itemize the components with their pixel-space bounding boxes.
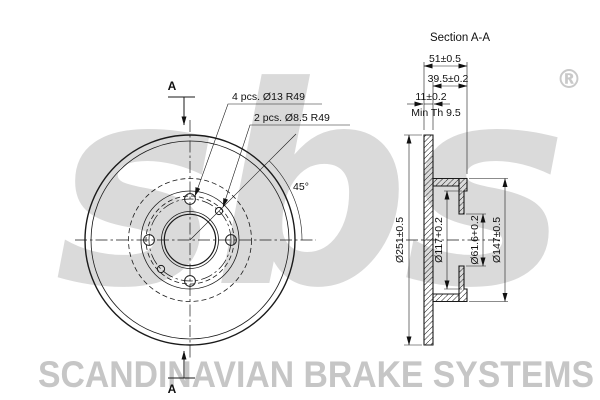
total-width-value: 51±0.5 xyxy=(429,53,461,65)
outer-diameter-value: Ø251±0.5 xyxy=(394,217,406,263)
section-marker-top: A xyxy=(168,79,195,126)
extension-lines xyxy=(469,178,508,302)
section-marker-label: A xyxy=(168,382,177,396)
angle-annotation: 45° xyxy=(189,133,309,241)
section-marker-bottom: A xyxy=(168,350,195,396)
hat-depth-value: 39.5±0.2 xyxy=(428,73,469,85)
front-view: 45° 4 pcs. Ø13 R49 2 pcs. Ø8.5 R49 A A xyxy=(75,79,350,396)
brand-logo: sbs xyxy=(55,28,561,348)
dimension-bore-diameter: Ø61.6+0.2 xyxy=(466,213,486,267)
outer-diameter-circle xyxy=(84,134,296,346)
dimension-hat-depth: 39.5±0.2 xyxy=(428,73,469,89)
pin-holes-label: 2 pcs. Ø8.5 R49 xyxy=(254,112,330,124)
hub-step-hidden-circle xyxy=(145,195,235,285)
section-title: Section A-A xyxy=(430,32,490,44)
hat-wall-top-section xyxy=(432,177,460,187)
flange-circle xyxy=(140,190,240,290)
angle-reference-line xyxy=(189,133,297,241)
brand-footer: SCANDINAVIAN BRAKE SYSTEMS xyxy=(38,354,594,395)
angle-label: 45° xyxy=(293,181,309,193)
friction-edge-circle xyxy=(90,140,290,340)
dimension-hat-diameter: Ø147±0.5 xyxy=(469,178,508,302)
dimension-flange-diameter: Ø117+0.2 xyxy=(433,190,462,290)
disc-circles xyxy=(84,134,296,346)
mounting-face-upper-section xyxy=(458,177,468,215)
registered-trademark-icon: ® xyxy=(556,65,582,95)
bolt-holes-leader xyxy=(194,103,322,197)
friction-plate-section xyxy=(423,134,434,346)
thickness-value: 11±0.2 xyxy=(415,91,446,103)
center-bore-circle xyxy=(163,213,217,267)
bolt-hole xyxy=(184,275,196,287)
bore-diameter-value: Ø61.6+0.2 xyxy=(469,215,481,264)
dimension-thickness: 11±0.2 xyxy=(407,91,450,107)
bolt-holes-label: 4 pcs. Ø13 R49 xyxy=(232,91,305,103)
angle-arc xyxy=(268,160,303,241)
pin-holes-leader xyxy=(222,124,350,208)
watermark: sbs ® SCANDINAVIAN BRAKE SYSTEMS xyxy=(38,28,594,395)
bolt-hole xyxy=(143,234,155,246)
extension-lines xyxy=(423,62,468,174)
hat-wall-bottom-section xyxy=(432,293,460,303)
bolt-holes xyxy=(143,193,237,287)
pin-hole xyxy=(156,264,166,274)
min-thickness-value: Min Th 9.5 xyxy=(411,107,461,119)
bolt-holes-callout: 4 pcs. Ø13 R49 xyxy=(194,91,322,197)
section-profile xyxy=(423,134,468,346)
hat-diameter-value: Ø147±0.5 xyxy=(491,217,503,263)
pin-hole xyxy=(214,206,224,216)
bolt-hole xyxy=(184,193,196,205)
hat-diameter-hidden-circle xyxy=(128,178,252,302)
bolt-circle-centerline xyxy=(148,198,232,282)
pin-holes xyxy=(156,206,224,274)
centerlines xyxy=(75,120,316,358)
dimension-total-width: 51±0.5 xyxy=(423,53,468,174)
pin-holes-callout: 2 pcs. Ø8.5 R49 xyxy=(222,112,350,208)
mounting-face-lower-section xyxy=(458,265,468,303)
dimension-outer-diameter: Ø251±0.5 xyxy=(394,134,422,346)
bolt-hole xyxy=(225,234,237,246)
section-marker-label: A xyxy=(168,79,177,93)
bore-chamfer-circle xyxy=(161,211,219,269)
flange-diameter-value: Ø117+0.2 xyxy=(433,217,445,263)
section-view: Section A-A 51±0.5 39.5±0.2 11±0.2 xyxy=(394,32,508,346)
note-min-thickness: Min Th 9.5 xyxy=(411,107,461,119)
